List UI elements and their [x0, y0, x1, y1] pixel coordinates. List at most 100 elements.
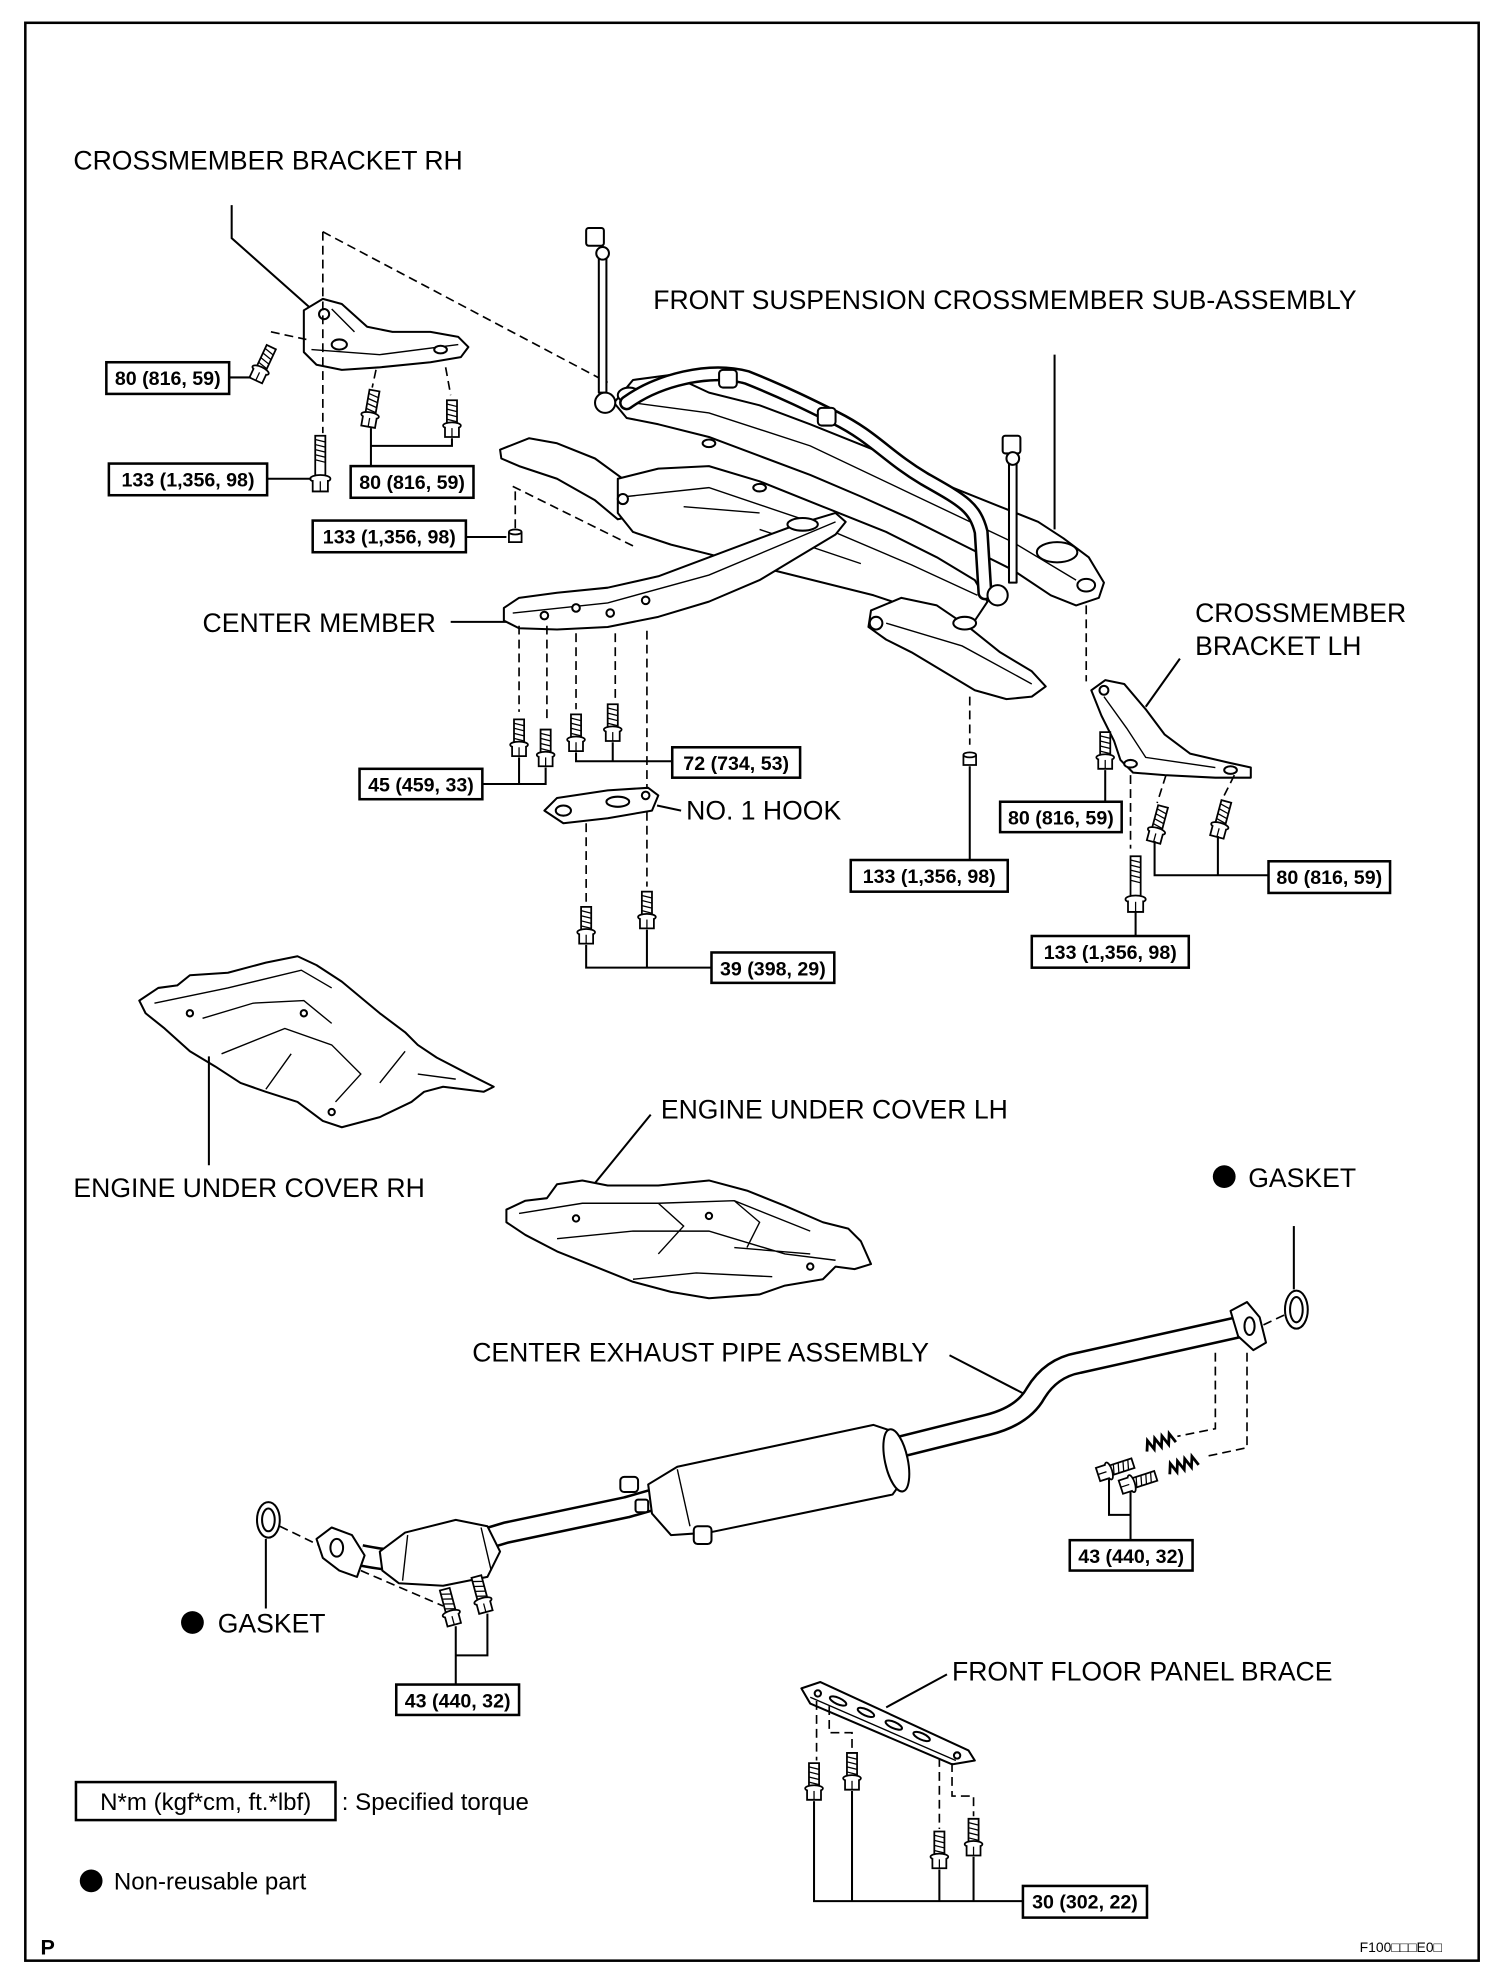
torque-value: 43 (440, 32) [405, 1690, 511, 1712]
bracket-rh-body [302, 297, 470, 371]
flange-hole [1243, 1316, 1256, 1336]
bolt [804, 1762, 824, 1801]
alignment-dashed-line [512, 485, 636, 548]
label-front-suspension-crossmember: FRONT SUSPENSION CROSSMEMBER SUB-ASSEMBL… [653, 285, 1357, 315]
link-rod [597, 247, 608, 394]
brace-edge [809, 1696, 957, 1762]
bracket-lh-edge [1103, 696, 1216, 769]
label-no1-hook: NO. 1 HOOK [686, 795, 841, 825]
torque-box [849, 858, 1009, 893]
gasket-inner [261, 1507, 276, 1533]
leader-crossmember-bracket-rh [230, 205, 313, 310]
torque-value: 133 (1,356, 98) [122, 469, 255, 491]
front-floor-panel-brace [800, 1681, 976, 1766]
resonator-detail [676, 1469, 691, 1527]
bracket-rh-hole [330, 338, 348, 351]
bolt [1207, 798, 1236, 841]
legend-torque-units: N*m (kgf*cm, ft.*lbf) [100, 1789, 311, 1816]
mount-hole [868, 615, 884, 631]
mount-hole [752, 482, 767, 493]
leader-line [1107, 1479, 1132, 1541]
crossmember-right-arm [867, 596, 1047, 701]
under-cover-rh-detail [154, 969, 456, 1103]
bolt [535, 728, 556, 768]
exhaust-hanger [692, 1525, 713, 1545]
long-bolt [309, 434, 332, 493]
bolt [566, 713, 586, 752]
alignment-dashed-line [279, 1525, 320, 1546]
diagram-frame [24, 21, 1480, 1962]
torque-value: 80 (816, 59) [359, 472, 465, 494]
no1-hook [543, 786, 660, 825]
torque-box [311, 519, 468, 554]
torque-value: 30 (302, 22) [1032, 1892, 1138, 1914]
bolt [466, 1573, 496, 1616]
alignment-dashed-line [1220, 774, 1236, 801]
crossmember-left-arm [499, 437, 635, 521]
non-reusable-dot [79, 1869, 103, 1893]
under-cover-hole [299, 1009, 309, 1018]
label-crossmember-bracket-lh: BRACKET LH [1195, 631, 1361, 661]
stabilizer-link-left [585, 226, 617, 414]
legend-non-reusable: Non-reusable part [114, 1869, 307, 1896]
under-cover-hole [806, 1262, 815, 1271]
label-gasket-rear: GASKET [218, 1609, 326, 1639]
hook-hole [640, 790, 651, 801]
torque-value: 72 (734, 53) [683, 753, 789, 775]
bolt [929, 1830, 950, 1870]
engine-under-cover-rh [138, 955, 495, 1129]
bolt [509, 718, 529, 758]
alignment-dashed-line [1205, 1352, 1248, 1458]
bracket-rh-hole [433, 344, 448, 355]
mount-hole [952, 615, 978, 631]
under-cover-hole [327, 1107, 336, 1117]
non-reusable-dot [1212, 1165, 1236, 1189]
exhaust-hanger [634, 1498, 650, 1514]
label-center-member: CENTER MEMBER [203, 608, 436, 638]
bolt [442, 399, 462, 438]
alignment-dashed-line [270, 331, 307, 341]
crossmember-edge [885, 622, 1033, 685]
under-cover-hole [704, 1211, 714, 1221]
leader-center-exhaust-pipe [949, 1354, 1024, 1395]
torque-box [349, 464, 475, 500]
exhaust-hanger [619, 1475, 640, 1494]
leader-line [1153, 835, 1269, 877]
link-ball-joint [1005, 451, 1021, 466]
link-nut [585, 226, 605, 247]
bolt [602, 703, 623, 742]
alignment-dashed-line [322, 231, 609, 384]
torque-box [1068, 1538, 1194, 1572]
gasket-inner [1289, 1295, 1304, 1324]
leader-line [482, 757, 547, 786]
legend-torque-box [74, 1780, 337, 1822]
stabilizer-link-right [986, 434, 1022, 607]
torque-value: 133 (1,356, 98) [863, 866, 996, 888]
mount-hole [616, 492, 629, 506]
label-crossmember-bracket-lh: CROSSMEMBER [1195, 598, 1406, 628]
leader-line [585, 929, 712, 969]
label-gasket-front: GASKET [1248, 1163, 1356, 1193]
torque-box [394, 1683, 521, 1717]
gasket-rear [255, 1501, 281, 1539]
mount-hole [1035, 541, 1079, 564]
label-front-floor-panel-brace: FRONT FLOOR PANEL BRACE [952, 1657, 1332, 1687]
flange-hole [329, 1537, 345, 1558]
hook-plate [543, 786, 660, 825]
leader-front-floor-panel-brace [885, 1673, 948, 1709]
center-member-hole [640, 595, 651, 606]
bolt [576, 905, 596, 945]
leader-line [575, 742, 673, 763]
bracket-lh-hole [1223, 765, 1238, 775]
page-mark: P [41, 1935, 55, 1959]
label-center-exhaust-pipe: CENTER EXHAUST PIPE ASSEMBLY [472, 1338, 929, 1368]
alignment-dashed-line [828, 1706, 853, 1751]
catalytic-converter [378, 1518, 502, 1587]
alignment-dashed-line [951, 1763, 975, 1817]
leader-line [369, 428, 453, 467]
bolt [637, 890, 657, 930]
link-rod [1007, 454, 1018, 584]
bolt [358, 388, 385, 430]
alignment-dashed-line [1263, 1313, 1286, 1326]
link-nut [1001, 434, 1022, 455]
